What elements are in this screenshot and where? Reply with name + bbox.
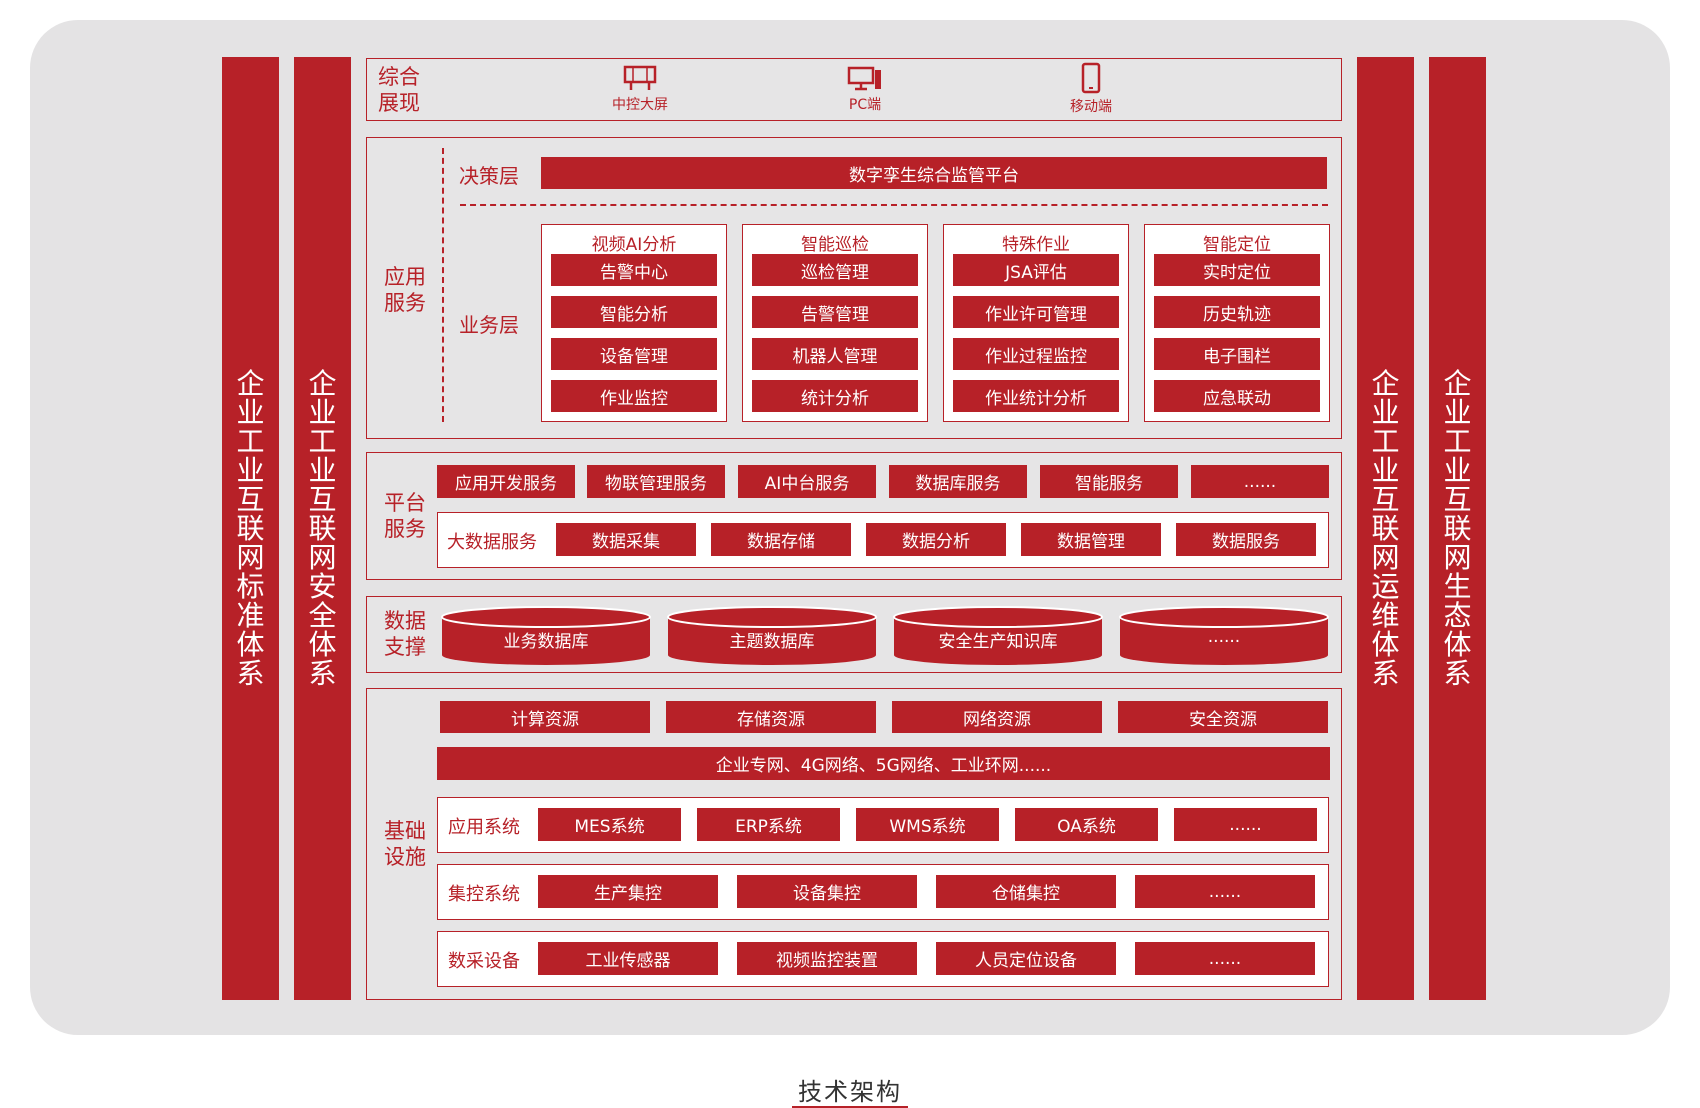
resource-item: 计算资源 bbox=[440, 701, 650, 733]
mobile-icon bbox=[1081, 62, 1101, 94]
business-group-title: 智能定位 bbox=[1203, 235, 1271, 255]
data-support-section-label: 数据支撑 bbox=[384, 609, 426, 659]
pillar-ops-label: 企业工业互联网运维体系 bbox=[1371, 367, 1400, 690]
pillar-security: 企业工业互联网安全体系 bbox=[294, 57, 351, 1000]
figure-caption: 技术架构 bbox=[798, 1078, 902, 1106]
infra-item: OA系统 bbox=[1015, 808, 1158, 841]
database-label: 业务数据库 bbox=[503, 632, 589, 652]
business-item: 实时定位 bbox=[1154, 254, 1320, 286]
infra-row-label: 集控系统 bbox=[448, 884, 520, 905]
infra-item: 设备集控 bbox=[737, 875, 917, 908]
business-group-title: 特殊作业 bbox=[1002, 235, 1070, 255]
infra-item: WMS系统 bbox=[856, 808, 999, 841]
business-layer-label: 业务层 bbox=[459, 313, 519, 337]
business-item: 巡检管理 bbox=[752, 254, 918, 286]
platform-service-item: 物联管理服务 bbox=[587, 465, 725, 498]
business-item: 电子围栏 bbox=[1154, 338, 1320, 370]
infra-row-label: 数采设备 bbox=[448, 951, 520, 972]
platform-service-item: 智能服务 bbox=[1040, 465, 1178, 498]
business-item: 告警中心 bbox=[551, 254, 717, 286]
infra-item: ...... bbox=[1135, 942, 1315, 975]
database-label: ...... bbox=[1207, 627, 1241, 647]
business-group-title: 智能巡检 bbox=[801, 235, 869, 255]
database-cylinder: 安全生产知识库 bbox=[892, 605, 1104, 667]
infra-item: ...... bbox=[1135, 875, 1315, 908]
infrastructure-section-label: 基础设施 bbox=[384, 819, 426, 869]
platform-service-item: 应用开发服务 bbox=[437, 465, 575, 498]
business-item: 作业过程监控 bbox=[953, 338, 1119, 370]
database-cylinder: 主题数据库 bbox=[666, 605, 878, 667]
app-service-section-label: 应用服务 bbox=[384, 265, 426, 315]
pillar-ecosystem-label: 企业工业互联网生态体系 bbox=[1443, 367, 1472, 690]
display-mobile-label: 移动端 bbox=[1070, 99, 1112, 115]
business-item: 应急联动 bbox=[1154, 380, 1320, 412]
database-label: 主题数据库 bbox=[729, 632, 815, 652]
decision-layer-label: 决策层 bbox=[459, 164, 519, 188]
infra-item: MES系统 bbox=[538, 808, 681, 841]
platform-service-item: AI中台服务 bbox=[738, 465, 876, 498]
bigdata-item: 数据管理 bbox=[1021, 523, 1161, 556]
business-item: 作业统计分析 bbox=[953, 380, 1119, 412]
business-item: 作业监控 bbox=[551, 380, 717, 412]
resource-item: 存储资源 bbox=[666, 701, 876, 733]
infra-item: ...... bbox=[1174, 808, 1317, 841]
business-item: 告警管理 bbox=[752, 296, 918, 328]
platform-service-item: ...... bbox=[1191, 465, 1329, 498]
infra-item: 视频监控装置 bbox=[737, 942, 917, 975]
business-item: 智能分析 bbox=[551, 296, 717, 328]
database-label: 安全生产知识库 bbox=[938, 632, 1058, 652]
pillar-ecosystem: 企业工业互联网生态体系 bbox=[1429, 57, 1486, 1000]
pillar-standard: 企业工业互联网标准体系 bbox=[222, 57, 279, 1000]
business-item: 设备管理 bbox=[551, 338, 717, 370]
decision-platform-box: 数字孪生综合监管平台 bbox=[541, 157, 1327, 189]
display-section-label: 综合展现 bbox=[378, 65, 420, 115]
layer-divider-horizontal bbox=[460, 204, 1328, 206]
bigdata-item: 数据服务 bbox=[1176, 523, 1316, 556]
display-mobile: 移动端 bbox=[1046, 62, 1136, 116]
infra-item: 生产集控 bbox=[538, 875, 718, 908]
infra-item: ERP系统 bbox=[697, 808, 840, 841]
platform-service-section-label: 平台服务 bbox=[384, 491, 426, 541]
platform-service-item: 数据库服务 bbox=[889, 465, 1027, 498]
database-cylinder: ...... bbox=[1118, 605, 1330, 667]
bigdata-row-label: 大数据服务 bbox=[447, 532, 537, 553]
business-item: JSA评估 bbox=[953, 254, 1119, 286]
resource-item: 网络资源 bbox=[892, 701, 1102, 733]
business-item: 机器人管理 bbox=[752, 338, 918, 370]
database-cylinder: 业务数据库 bbox=[440, 605, 652, 667]
bigdata-item: 数据采集 bbox=[556, 523, 696, 556]
bigdata-item: 数据分析 bbox=[866, 523, 1006, 556]
caption-underline bbox=[792, 1106, 908, 1108]
business-item: 统计分析 bbox=[752, 380, 918, 412]
display-big-screen: 中控大屏 bbox=[595, 64, 685, 114]
pillar-standard-label: 企业工业互联网标准体系 bbox=[236, 367, 265, 690]
resource-item: 安全资源 bbox=[1118, 701, 1328, 733]
business-group-title: 视频AI分析 bbox=[591, 235, 677, 255]
display-big-screen-label: 中控大屏 bbox=[612, 97, 668, 113]
display-pc-label: PC端 bbox=[848, 97, 882, 113]
infra-row-label: 应用系统 bbox=[448, 817, 520, 838]
business-item: 作业许可管理 bbox=[953, 296, 1119, 328]
infra-item: 人员定位设备 bbox=[936, 942, 1116, 975]
pc-icon bbox=[847, 66, 881, 91]
pillar-security-label: 企业工业互联网安全体系 bbox=[308, 367, 337, 690]
infra-item: 仓储集控 bbox=[936, 875, 1116, 908]
display-pc: PC端 bbox=[820, 64, 910, 114]
bigdata-item: 数据存储 bbox=[711, 523, 851, 556]
network-box: 企业专网、4G网络、5G网络、工业环网...... bbox=[437, 747, 1330, 780]
layer-divider-vertical bbox=[442, 148, 444, 422]
big-screen-icon bbox=[623, 65, 657, 90]
infra-item: 工业传感器 bbox=[538, 942, 718, 975]
pillar-ops: 企业工业互联网运维体系 bbox=[1357, 57, 1414, 1000]
business-item: 历史轨迹 bbox=[1154, 296, 1320, 328]
